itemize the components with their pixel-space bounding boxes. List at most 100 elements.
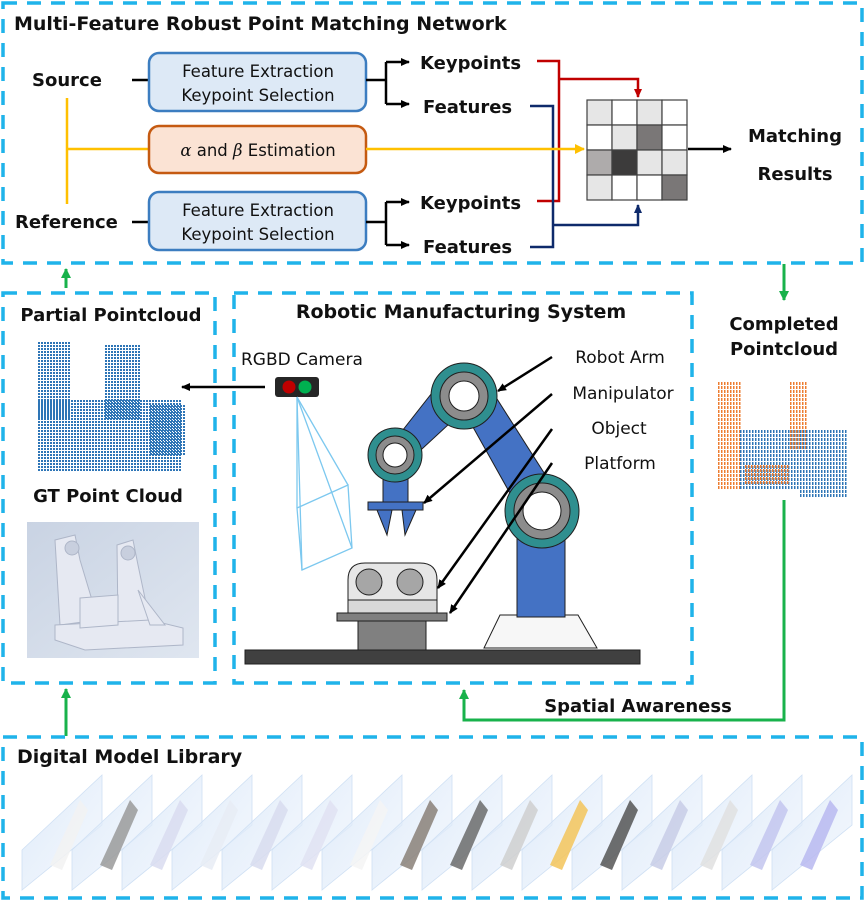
- point: [44, 406, 46, 408]
- point: [113, 418, 115, 420]
- point: [119, 454, 121, 456]
- point: [108, 396, 110, 398]
- point: [781, 465, 783, 468]
- keypoints-to-matrix-arrow: [559, 77, 642, 98]
- matching-matrix: [586, 99, 688, 201]
- point: [776, 486, 778, 489]
- point: [119, 403, 121, 405]
- model-thumbnails: [21, 774, 853, 891]
- point: [129, 351, 131, 353]
- point: [149, 463, 151, 465]
- point: [718, 454, 720, 457]
- point: [778, 473, 780, 476]
- point: [764, 458, 766, 461]
- point: [132, 384, 134, 386]
- estimation-rest: Estimation: [243, 141, 336, 160]
- point: [95, 451, 97, 453]
- point: [38, 421, 40, 423]
- point: [173, 460, 175, 462]
- point: [793, 434, 795, 437]
- point: [159, 435, 161, 437]
- point: [92, 412, 94, 414]
- point: [739, 418, 741, 421]
- point: [839, 494, 841, 497]
- point: [812, 438, 814, 441]
- point: [74, 454, 76, 456]
- point: [59, 433, 61, 435]
- matrix-cell: [636, 174, 663, 201]
- point: [105, 348, 107, 350]
- point: [114, 363, 116, 365]
- point: [110, 424, 112, 426]
- point: [59, 381, 61, 383]
- point: [104, 421, 106, 423]
- point: [68, 457, 70, 459]
- point: [80, 469, 82, 471]
- point: [802, 386, 804, 389]
- point: [41, 390, 43, 392]
- point: [129, 393, 131, 395]
- point: [790, 426, 792, 429]
- point: [41, 430, 43, 432]
- point: [787, 469, 789, 472]
- point: [56, 357, 58, 359]
- point: [143, 430, 145, 432]
- point: [180, 429, 182, 431]
- point: [781, 477, 783, 480]
- point: [59, 360, 61, 362]
- point: [53, 451, 55, 453]
- point: [47, 393, 49, 395]
- partial-pointcloud-image: [38, 342, 185, 471]
- point: [111, 396, 113, 398]
- point: [38, 366, 40, 368]
- point: [62, 403, 64, 405]
- point: [119, 415, 121, 417]
- point: [802, 382, 804, 385]
- point: [730, 434, 732, 437]
- point: [68, 466, 70, 468]
- point: [138, 375, 140, 377]
- point: [757, 469, 759, 472]
- point: [117, 351, 119, 353]
- point: [730, 462, 732, 465]
- point: [727, 414, 729, 417]
- point: [123, 393, 125, 395]
- point: [62, 445, 64, 447]
- point: [126, 378, 128, 380]
- point: [135, 390, 137, 392]
- point: [749, 430, 751, 433]
- point: [802, 434, 804, 437]
- point: [821, 458, 823, 461]
- point: [177, 432, 179, 434]
- point: [138, 387, 140, 389]
- point: [53, 430, 55, 432]
- point: [107, 406, 109, 408]
- point: [50, 433, 52, 435]
- point: [113, 442, 115, 444]
- point: [80, 436, 82, 438]
- point: [779, 454, 781, 457]
- point: [779, 438, 781, 441]
- point: [153, 450, 155, 452]
- point: [77, 439, 79, 441]
- point: [131, 412, 133, 414]
- point: [830, 446, 832, 449]
- point: [108, 360, 110, 362]
- point: [153, 417, 155, 419]
- point: [168, 429, 170, 431]
- point: [38, 469, 40, 471]
- point: [68, 427, 70, 429]
- point: [167, 463, 169, 465]
- point: [733, 402, 735, 405]
- point: [793, 418, 795, 421]
- point: [65, 415, 67, 417]
- point: [733, 430, 735, 433]
- point: [833, 454, 835, 457]
- point: [153, 411, 155, 413]
- point: [721, 474, 723, 477]
- point: [137, 430, 139, 432]
- point: [788, 446, 790, 449]
- point: [788, 478, 790, 481]
- point: [62, 400, 64, 402]
- point: [89, 433, 91, 435]
